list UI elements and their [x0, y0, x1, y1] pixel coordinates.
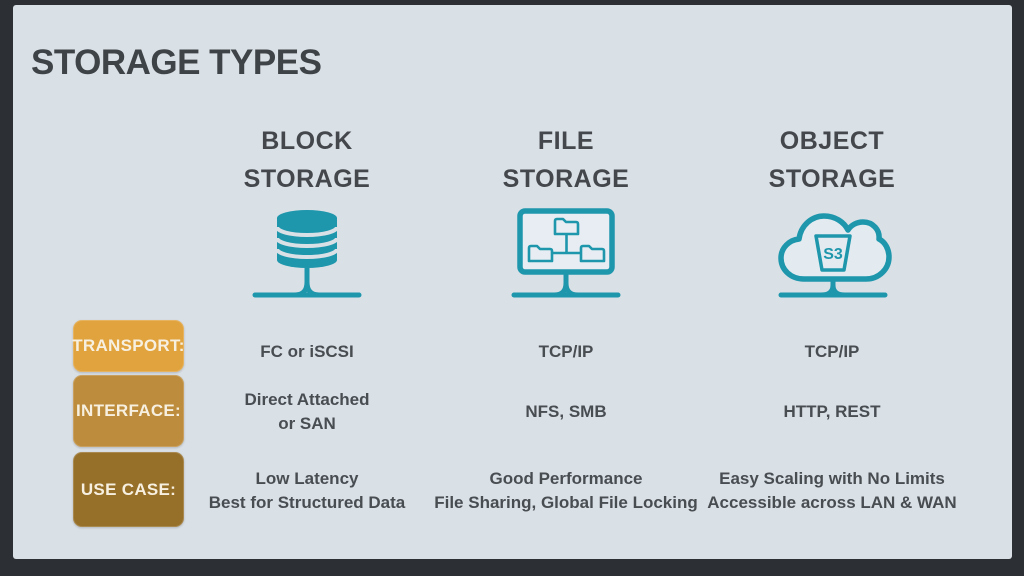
- file-use-case-line2: File Sharing, Global File Locking: [434, 493, 698, 512]
- row-label-interface: INTERFACE:: [73, 375, 184, 447]
- object-transport-line1: TCP/IP: [804, 342, 860, 361]
- file-transport-line1: TCP/IP: [538, 342, 594, 361]
- column-file-storage: FILE STORAGE: [406, 5, 726, 559]
- column-header-object-line2: STORAGE: [768, 165, 896, 193]
- block-storage-icon-wrap: [147, 208, 467, 304]
- object-storage-icon-wrap: S3: [672, 208, 992, 304]
- object-use-case-line1: Easy Scaling with No Limits: [719, 469, 945, 488]
- column-header-block: BLOCK STORAGE: [147, 122, 467, 198]
- column-header-file-line1: FILE: [537, 127, 595, 155]
- column-header-object-line1: OBJECT: [779, 127, 885, 155]
- file-use-case-value: Good Performance File Sharing, Global Fi…: [406, 467, 726, 515]
- object-transport-value: TCP/IP: [672, 332, 992, 372]
- file-interface-value: NFS, SMB: [406, 388, 726, 436]
- file-storage-icon-wrap: [406, 208, 726, 304]
- object-use-case-line2: Accessible across LAN & WAN: [707, 493, 957, 512]
- block-use-case-line1: Low Latency: [255, 469, 359, 488]
- block-use-case-value: Low Latency Best for Structured Data: [147, 467, 467, 515]
- object-interface-value: HTTP, REST: [672, 388, 992, 436]
- column-block-storage: BLOCK STORAGE: [147, 5, 467, 559]
- row-label-use-case-text: USE CASE:: [80, 479, 177, 499]
- block-transport-line1: FC or iSCSI: [260, 342, 354, 361]
- row-label-use-case: USE CASE:: [73, 452, 184, 527]
- networked-folders-monitor-icon: [511, 208, 621, 298]
- s3-cloud-bucket-icon: S3: [778, 213, 892, 298]
- s3-bucket-label: S3: [823, 246, 843, 263]
- column-header-block-line2: STORAGE: [243, 165, 371, 193]
- block-interface-line1: Direct Attached: [244, 390, 370, 409]
- file-interface-line1: NFS, SMB: [525, 402, 607, 421]
- block-use-case-line2: Best for Structured Data: [208, 493, 406, 512]
- column-header-file: FILE STORAGE: [406, 122, 726, 198]
- slide-title: STORAGE TYPES: [31, 43, 322, 82]
- object-use-case-value: Easy Scaling with No Limits Accessible a…: [672, 467, 992, 515]
- row-label-transport: TRANSPORT:: [72, 320, 185, 372]
- column-object-storage: OBJECT STORAGE S3 TCP/IP: [672, 5, 992, 559]
- block-interface-value: Direct Attached or SAN: [147, 388, 467, 436]
- row-label-interface-text: INTERFACE:: [76, 401, 181, 420]
- slide-canvas: STORAGE TYPES TRANSPORT: INTERFACE: USE …: [13, 5, 1012, 559]
- database-network-icon: [252, 210, 362, 298]
- column-header-object: OBJECT STORAGE: [672, 122, 992, 198]
- file-use-case-line1: Good Performance: [489, 469, 643, 488]
- object-interface-line1: HTTP, REST: [783, 402, 881, 421]
- column-header-block-line1: BLOCK: [261, 127, 353, 155]
- row-label-transport-text: TRANSPORT:: [72, 336, 185, 355]
- column-header-file-line2: STORAGE: [502, 165, 630, 193]
- block-interface-line2: or SAN: [278, 414, 336, 433]
- block-transport-value: FC or iSCSI: [147, 332, 467, 372]
- file-transport-value: TCP/IP: [406, 332, 726, 372]
